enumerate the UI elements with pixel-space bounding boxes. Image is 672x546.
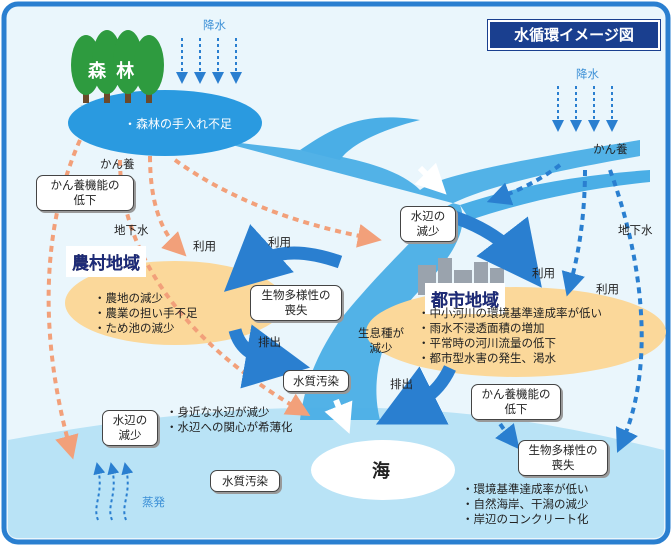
use-label-left: 利用 xyxy=(268,235,291,249)
river-branch xyxy=(300,117,420,160)
waterside-bullets: ・身近な水辺が減少 ・水辺への関心が希薄化 xyxy=(166,405,293,434)
groundwater-label-right: 地下水 xyxy=(618,223,653,237)
usage-arrows xyxy=(223,208,542,425)
water-pollution-box-bottom: 水質汚染 xyxy=(210,470,280,492)
diagram-title: 水循環イメージ図 xyxy=(487,19,661,51)
urban-area-label: 都市地域 xyxy=(425,283,505,314)
forest-label: 森 林 xyxy=(88,61,137,82)
recharge-decline-box-left: かん養機能の 低下 xyxy=(36,175,134,211)
use-label-urban-top: 利用 xyxy=(532,266,555,280)
urban-bullets: ・中小河川の環境基準達成率が低い ・雨水不浸透面積の増加 ・平常時の河川流量の低… xyxy=(418,306,602,365)
recharge-label-right: かん養 xyxy=(593,142,628,156)
discharge-label-urban: 排出 xyxy=(390,377,413,391)
recharge-label-left: かん養 xyxy=(100,157,135,171)
forest-lake xyxy=(68,90,262,156)
sea-bullets: ・環境基準達成率が低い ・自然海岸、干潟の減少 ・岸辺のコンクリート化 xyxy=(462,482,589,526)
waterside-decrease-box-top: 水辺の 減少 xyxy=(400,206,456,242)
waterside-decrease-box-bottom: 水辺の 減少 xyxy=(102,410,158,446)
water-pollution-box-center: 水質汚染 xyxy=(283,370,349,392)
precipitation-arrows-right xyxy=(552,86,618,132)
rural-area-label: 農村地域 xyxy=(66,246,146,277)
precipitation-arrows-left xyxy=(176,38,242,84)
biodiversity-loss-box-center: 生物多様性の 喪失 xyxy=(250,285,342,321)
river-flow-arrows xyxy=(324,162,447,434)
precipitation-label-left: 降水 xyxy=(203,18,226,32)
use-label-urban-bottom: 利用 xyxy=(596,282,619,296)
forest-bullet: ・森林の手入れ不足 xyxy=(124,117,233,131)
precipitation-label-right: 降水 xyxy=(576,67,599,81)
biodiversity-loss-box-right: 生物多様性の 喪失 xyxy=(518,440,608,476)
groundwater-label-left: 地下水 xyxy=(114,223,149,237)
recharge-decline-box-right: かん養機能の 低下 xyxy=(471,384,561,420)
sea-label: 海 xyxy=(372,461,390,482)
forest-trees xyxy=(71,30,164,103)
rural-bullets: ・農地の減少 ・農業の担い手不足 ・ため池の減少 xyxy=(94,291,198,335)
discharge-label-rural: 排出 xyxy=(258,335,281,349)
use-label-rural: 利用 xyxy=(193,239,216,253)
sea-oval xyxy=(311,440,455,500)
river-branch-right xyxy=(460,170,650,220)
species-decrease-label: 生息種が 減少 xyxy=(358,326,404,355)
evaporation-label: 蒸発 xyxy=(142,495,165,509)
